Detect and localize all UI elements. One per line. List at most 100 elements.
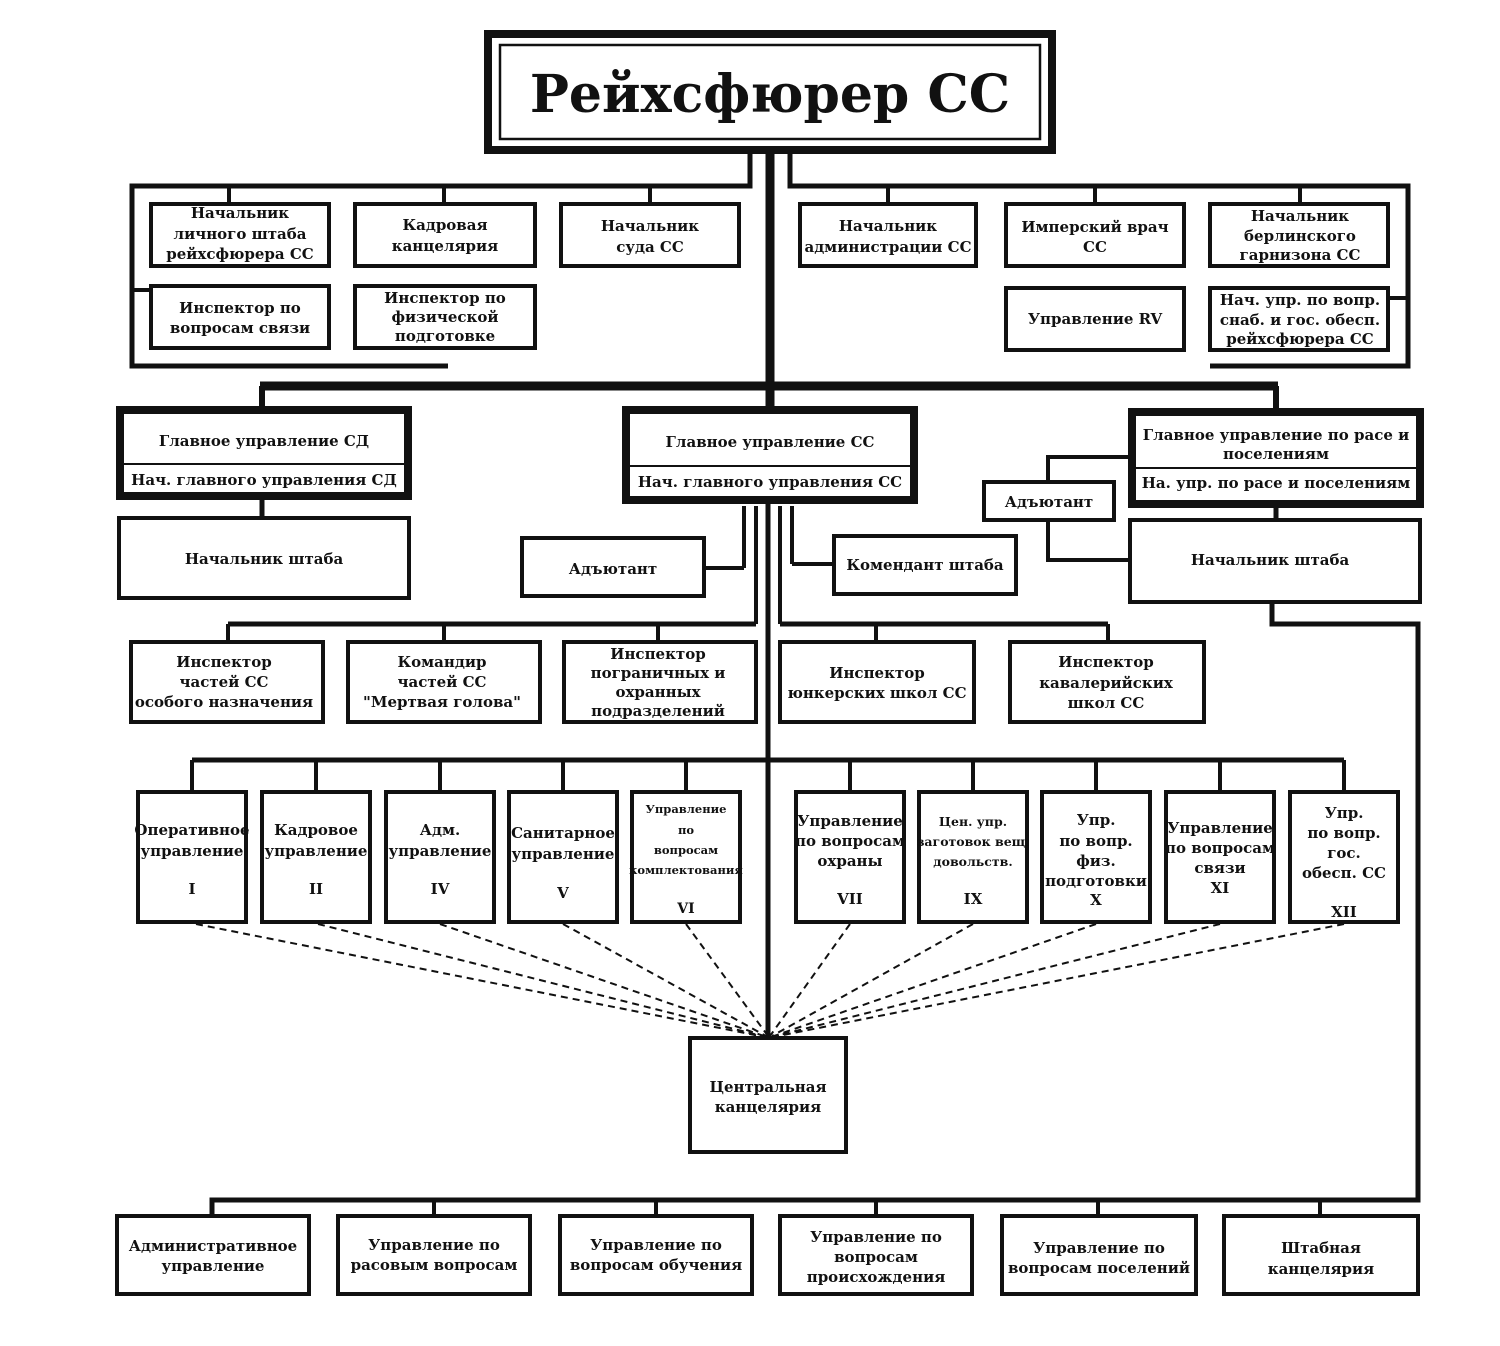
dept-number: XII: [1331, 903, 1357, 921]
box-label-line: Санитарное: [511, 824, 615, 842]
box-label-line: комплектования: [629, 863, 743, 877]
box-label-line: Цен. упр.: [939, 814, 1007, 829]
box-label: Адъютант: [1005, 493, 1093, 511]
box-label-line: На. упр. по расе и поселениям: [1142, 474, 1411, 492]
box-label-line: "Мертвая голова": [363, 693, 521, 711]
box-label-line: Управление по: [590, 1236, 722, 1254]
box-label-line: Главное управление СС: [666, 433, 875, 451]
box-label-line: Штабная: [1281, 1239, 1361, 1257]
box-label-line: управление: [265, 842, 368, 860]
box-rv-department: Управление RV: [1004, 286, 1186, 352]
box-label-line: Упр.: [1325, 804, 1364, 822]
box-label-line: вопросам: [834, 1248, 918, 1266]
box-label-line: СС: [1083, 238, 1107, 256]
box-label-line: Нач. упр. по вопр.: [1220, 291, 1380, 309]
box-label-line: происхождения: [807, 1268, 946, 1286]
box-dept-9: Цен. упр.заготовок вещ.довольств.IX: [916, 790, 1030, 924]
box-label-line: рейхсфюрера СС: [1226, 330, 1374, 348]
dept-number: VI: [676, 901, 694, 917]
box-label-line: берлинского: [1244, 227, 1356, 245]
box-label-line: расовым вопросам: [351, 1256, 518, 1274]
box-rasse-adjutant: Адъютант: [982, 480, 1116, 522]
box-label-line: Управление RV: [1028, 310, 1163, 328]
svg-text:Главное управление по расе ипо: Главное управление по расе ипоселениямНа…: [1142, 426, 1411, 492]
box-label-line: Начальник: [191, 204, 289, 222]
box-label-line: частей СС: [398, 673, 487, 691]
dept-number: XI: [1211, 879, 1230, 897]
dept-number: VII: [836, 890, 863, 908]
box-label-line: физической: [392, 308, 499, 326]
box-label-line: особого назначения: [135, 693, 313, 711]
box-rasse-dept-racial: Управление по расовым вопросам: [336, 1214, 532, 1296]
box-label: Комендант штаба: [846, 556, 1004, 574]
box-label-line: Нач. главного управления СД: [131, 471, 397, 489]
box-label-line: Управление по: [368, 1236, 500, 1254]
box-label-line: вопросам поселений: [1008, 1259, 1190, 1277]
dept-number: IV: [431, 880, 450, 898]
box-label-line: охранных: [615, 683, 701, 701]
box-commandant: Комендант штаба: [832, 534, 1018, 596]
box-label-line: Адм.: [420, 821, 460, 839]
box-label-line: администрации СС: [804, 238, 971, 256]
svg-text:Цен. упр.заготовок вещ.довольс: Цен. упр.заготовок вещ.довольств.IX: [916, 814, 1029, 908]
box-rasse-dept-staff-chancellery: Штабная канцелярия: [1222, 1214, 1420, 1296]
connector-lines: [129, 152, 1421, 1216]
box-label-line: физ.: [1076, 852, 1115, 870]
box-ss-adjutant: Адъютант: [520, 536, 706, 598]
box-label-line: Имперский врач: [1021, 218, 1168, 236]
box-label-line: канцелярия: [1268, 1260, 1375, 1278]
box-label-line: Инспектор по: [384, 289, 506, 307]
dept-number: II: [309, 880, 323, 898]
box-label-line: Управление: [797, 812, 903, 830]
dept-number: I: [188, 880, 195, 898]
box-label-line: канцелярия: [715, 1098, 822, 1116]
box-label-line: школ СС: [1068, 694, 1145, 712]
box-label-line: довольств.: [933, 854, 1012, 869]
box-label-line: Административное: [129, 1237, 297, 1255]
reichsfuhrer-box: Рейхсфюрер СС: [484, 30, 1056, 154]
box-label-line: по вопросам: [795, 832, 905, 850]
box-label-line: охраны: [817, 852, 882, 870]
box-label-line: пограничных и: [591, 664, 726, 682]
box-label-line: по: [678, 823, 694, 837]
box-label-line: Главное управление СД: [159, 432, 369, 450]
box-label-line: кавалерийских: [1039, 674, 1174, 692]
box-label-line: Начальник: [601, 217, 699, 235]
box-label-line: Центральная: [709, 1078, 826, 1096]
box-label-line: Инспектор: [1058, 653, 1153, 671]
box-label-line: снаб. и гос. обесп.: [1220, 311, 1380, 329]
chart-title: Рейхсфюрер СС: [530, 64, 1010, 125]
